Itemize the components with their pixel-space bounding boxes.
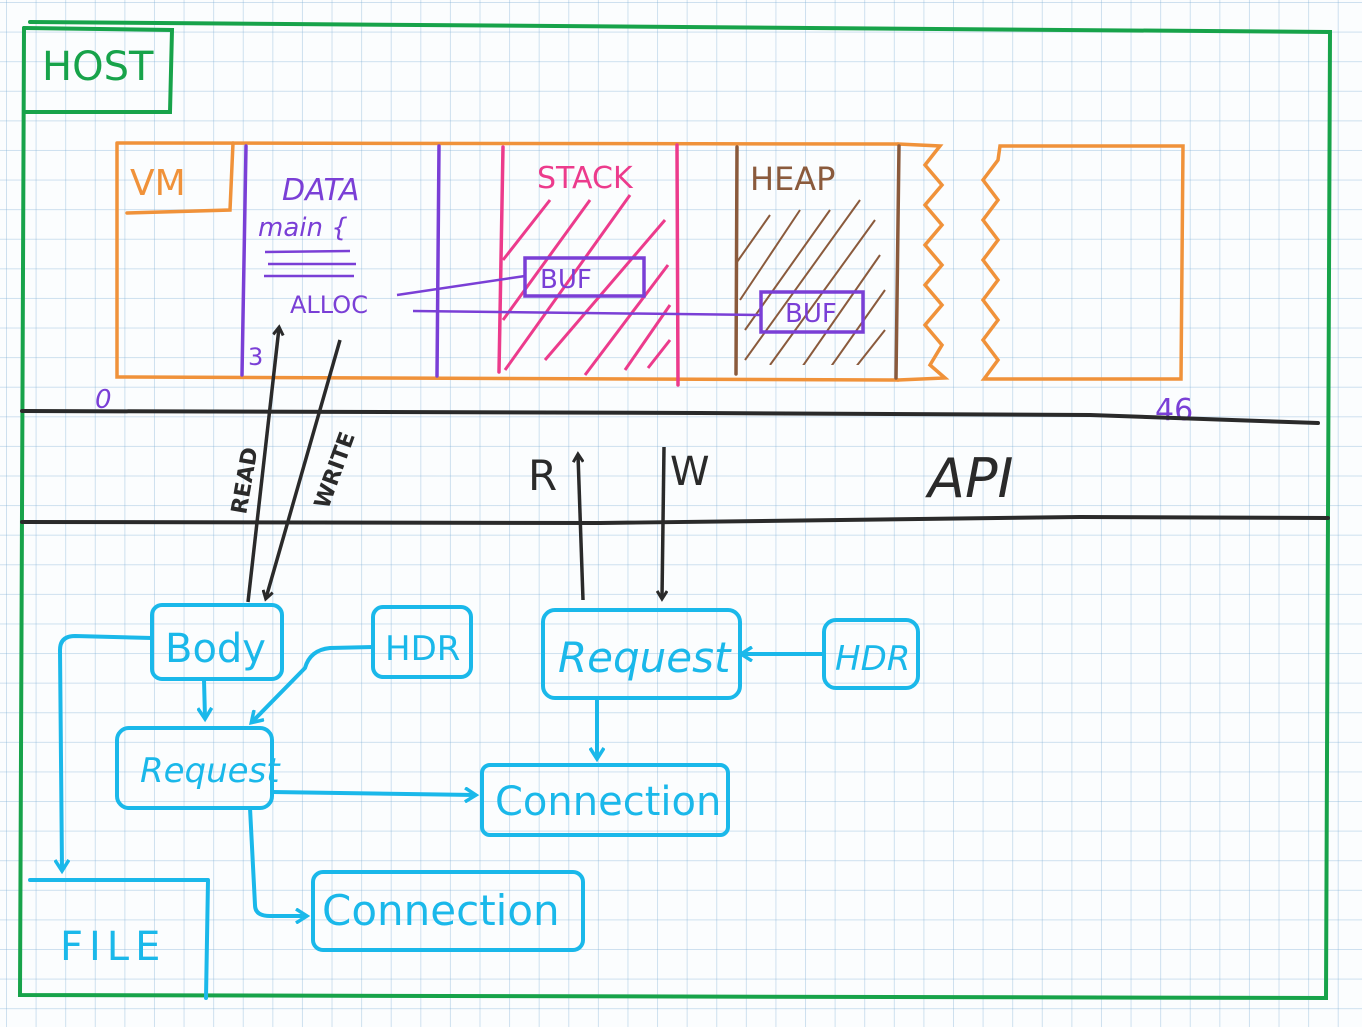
- host-label-box: [22, 26, 175, 114]
- stack-buf-label: BUF: [540, 265, 592, 295]
- write-label: WRITE: [310, 429, 361, 512]
- hdr-left-label: HDR: [385, 629, 460, 669]
- api-arrows: [246, 328, 664, 603]
- alloc-pointers: [396, 274, 762, 317]
- request-right-label: Request: [558, 633, 732, 682]
- vm-label-box: [125, 141, 235, 215]
- request-left-box: [115, 726, 274, 810]
- heap-buf-label: BUF: [785, 299, 837, 329]
- connection-mid-label: Connection: [495, 779, 721, 825]
- file-label: FILE: [60, 924, 166, 970]
- stack-label: STACK: [537, 161, 634, 196]
- w-label: W: [670, 449, 710, 495]
- data-section-label: DATA: [282, 173, 360, 208]
- connection-bottom-box: [311, 870, 585, 952]
- hdr-right-label: HDR: [835, 639, 910, 679]
- brace-close: 3: [248, 343, 263, 371]
- main-code-line: main {: [258, 213, 348, 243]
- file-box: [28, 878, 210, 1000]
- api-label: API: [925, 447, 1013, 510]
- code-lines: [264, 249, 356, 278]
- body-label: Body: [165, 626, 266, 672]
- start-address: 0: [95, 385, 112, 415]
- heap-buf-box: [759, 290, 865, 334]
- connection-bottom-label: Connection: [322, 886, 560, 935]
- heap-hatching: [737, 199, 886, 365]
- memory-break-left: [896, 142, 950, 382]
- api-band: [20, 409, 1330, 526]
- heap-label: HEAP: [750, 160, 835, 198]
- alloc-label: ALLOC: [290, 291, 368, 319]
- object-graph: [28, 603, 920, 1000]
- vm-memory: [115, 141, 1185, 387]
- connection-mid-box: [480, 763, 730, 837]
- host-frame: [17, 20, 1333, 1001]
- request-left-label: Request: [140, 751, 281, 791]
- end-address: 46: [1155, 393, 1193, 428]
- r-label: R: [528, 451, 557, 500]
- hdr-left-box: [371, 605, 473, 679]
- vm-label: VM: [130, 163, 186, 204]
- body-box: [150, 603, 284, 681]
- host-label: HOST: [42, 44, 154, 90]
- stack-hatching: [501, 194, 672, 376]
- memory-block-right: [980, 144, 1185, 381]
